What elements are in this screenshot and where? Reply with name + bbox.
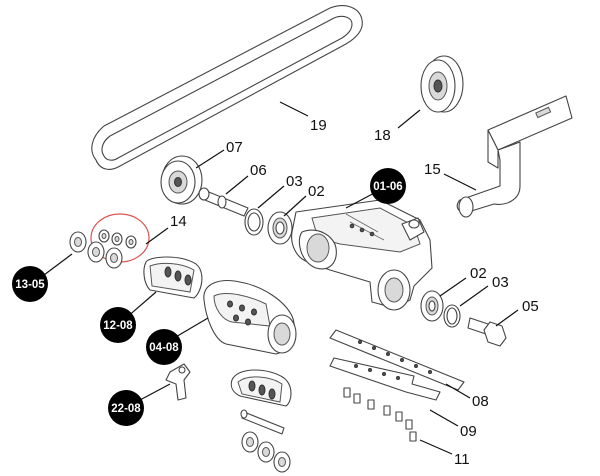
leader-18 bbox=[397, 109, 421, 129]
large-hub bbox=[203, 280, 297, 355]
label-09: 09 bbox=[460, 423, 477, 440]
lower-fastener-set bbox=[240, 409, 291, 473]
drive-shaft bbox=[198, 187, 249, 217]
bearing-left bbox=[267, 211, 293, 245]
leader-06 bbox=[225, 175, 249, 195]
leader-19 bbox=[279, 101, 309, 117]
leader-0408 bbox=[173, 317, 209, 339]
svg-text:04-08: 04-08 bbox=[149, 342, 179, 354]
label-03b: 03 bbox=[492, 274, 509, 291]
svg-text:12-08: 12-08 bbox=[103, 320, 133, 332]
label-05: 05 bbox=[522, 298, 539, 315]
leader-1305 bbox=[39, 253, 73, 279]
label-03a: 03 bbox=[286, 173, 303, 190]
leader-11 bbox=[419, 439, 453, 455]
main-housing bbox=[291, 199, 433, 311]
guard-plate bbox=[143, 256, 203, 299]
badge-13-05: 13-05 bbox=[12, 266, 48, 302]
leader-2208 bbox=[139, 383, 171, 401]
leader-09 bbox=[429, 409, 459, 427]
small-bearing-set bbox=[98, 229, 137, 249]
backing-strip bbox=[329, 357, 441, 401]
badge-12-08: 12-08 bbox=[100, 307, 136, 343]
leader-08 bbox=[445, 383, 471, 399]
roller-stack bbox=[69, 231, 123, 269]
drive-pulley bbox=[160, 155, 203, 205]
label-08: 08 bbox=[472, 393, 489, 410]
bearing-right bbox=[420, 290, 444, 322]
leader-02b bbox=[439, 277, 467, 297]
svg-text:13-05: 13-05 bbox=[15, 279, 45, 291]
small-lever bbox=[165, 363, 191, 401]
label-02b: 02 bbox=[470, 265, 487, 282]
label-07: 07 bbox=[226, 139, 243, 156]
hex-bolt bbox=[467, 317, 507, 347]
drive-belt bbox=[91, 5, 363, 170]
lower-guard-plate bbox=[230, 369, 292, 407]
leader-03a bbox=[257, 185, 285, 209]
label-15: 15 bbox=[424, 161, 441, 178]
label-18: 18 bbox=[374, 127, 391, 144]
leader-02a bbox=[283, 195, 307, 217]
upper-pulley bbox=[420, 55, 464, 113]
label-06: 06 bbox=[250, 162, 267, 179]
retaining-clip-left bbox=[244, 208, 264, 236]
label-19: 19 bbox=[310, 117, 327, 134]
badge-04-08: 04-08 bbox=[146, 329, 182, 365]
leader-05 bbox=[495, 309, 519, 327]
badge-22-08: 22-08 bbox=[108, 390, 144, 426]
leader-14 bbox=[145, 227, 169, 245]
pivot-arm-bracket bbox=[456, 95, 573, 218]
label-11: 11 bbox=[454, 451, 470, 468]
mounting-strip bbox=[329, 329, 465, 391]
badge-01-06: 01-06 bbox=[370, 168, 406, 204]
svg-text:01-06: 01-06 bbox=[373, 181, 402, 193]
leader-07 bbox=[195, 149, 225, 169]
label-02a: 02 bbox=[308, 183, 325, 200]
retaining-clip-right bbox=[443, 304, 461, 328]
label-14: 14 bbox=[170, 213, 187, 230]
screw-set bbox=[343, 387, 417, 442]
svg-text:22-08: 22-08 bbox=[111, 403, 141, 415]
leader-15 bbox=[443, 173, 477, 191]
leader-03b bbox=[459, 285, 489, 307]
